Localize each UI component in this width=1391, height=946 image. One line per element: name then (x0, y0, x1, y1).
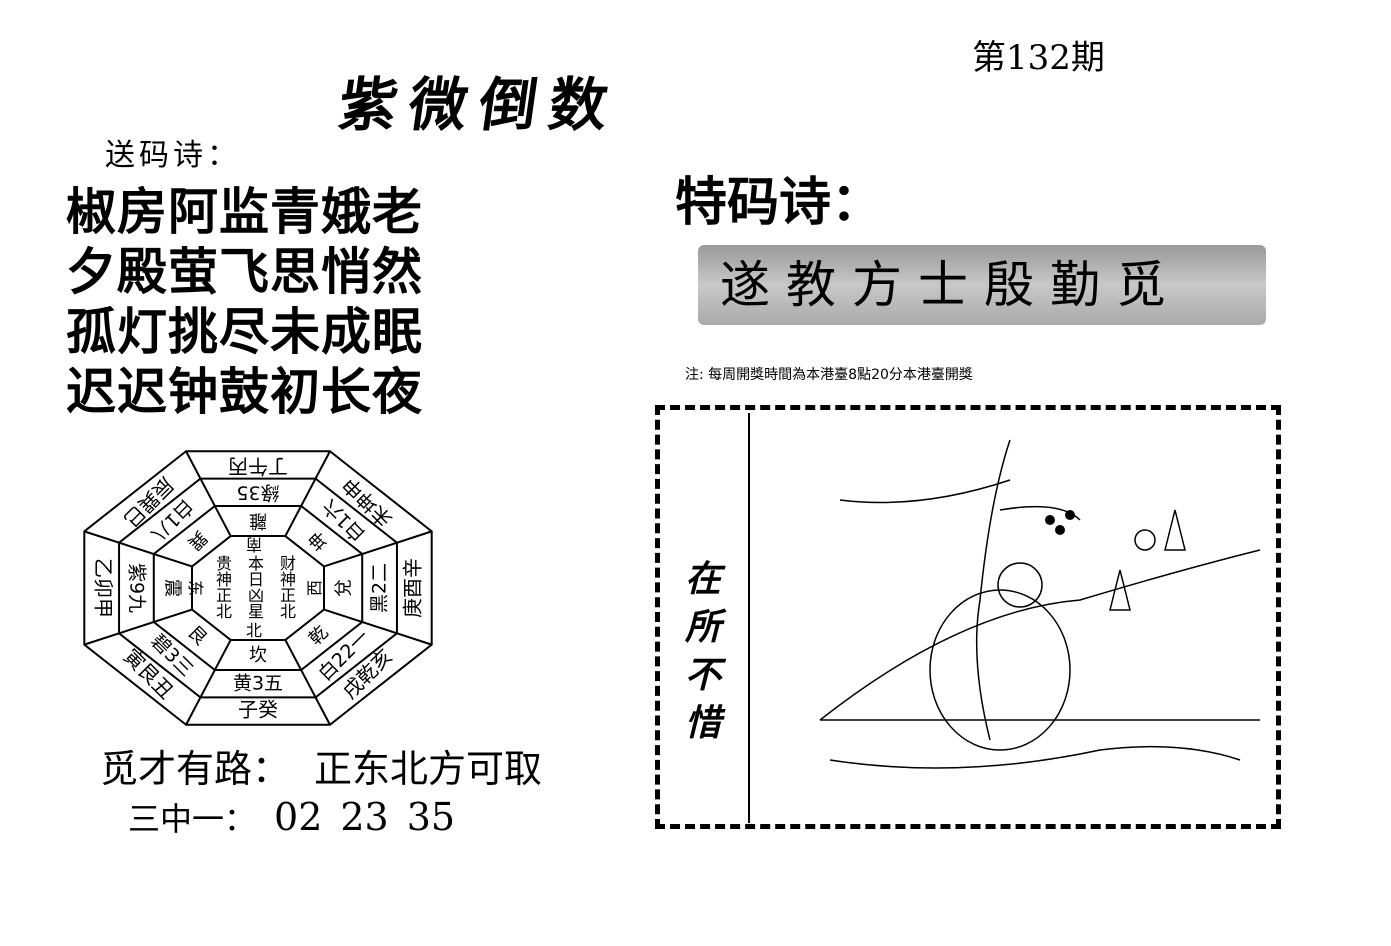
bagua-trigrams-label: 乾 (305, 622, 333, 650)
wealth-direction: 觅才有路： 正东北方可取 (100, 738, 542, 793)
bagua-center-north: 北 (246, 621, 263, 640)
sector-divider (323, 530, 432, 568)
te-ma-line: 遂教方士殷勤觅 (698, 245, 1266, 325)
illustration-caption: 在所不惜 (685, 558, 722, 744)
draw-time-note: 注: 每周開獎時間為本港臺8點20分本港臺開獎 (685, 367, 973, 383)
bagua-center-middle: 本日凶星 (245, 555, 264, 619)
sector-divider (284, 450, 331, 537)
sector-divider (84, 608, 193, 646)
bagua-outer-label: 丁午丙 (228, 455, 288, 479)
bagua-trigrams-label: 坎 (249, 645, 267, 666)
poem-line: 迟迟钟鼓初长夜 (66, 363, 423, 421)
bagua-trigrams-label: 離 (249, 510, 267, 531)
bagua-center-left: 贵神正北 (213, 555, 232, 619)
bagua-center-right: 财神正北 (277, 555, 296, 619)
bagua-stars-label: 白22一 (314, 626, 374, 686)
bagua-outer-label: 寅艮丑 (119, 644, 178, 703)
te-ma-label: 特码诗： (675, 173, 884, 233)
sector-divider (84, 530, 193, 568)
illustration-frame (655, 405, 1281, 829)
monkey-tree-illustration (819, 439, 1261, 769)
sector-divider (185, 450, 232, 537)
bagua-trigrams-label: 艮 (183, 622, 211, 650)
number: 35 (406, 795, 456, 839)
bagua-stars-label: 紫9九 (125, 563, 147, 613)
route-label: 觅才有路： (100, 747, 291, 791)
bagua-center-east: 东 (186, 579, 206, 597)
sector-divider (323, 608, 432, 646)
song-ma-label: 送码诗： (105, 138, 241, 173)
poem-line: 椒房阿监青娥老 (66, 183, 423, 241)
illustration-side-panel (664, 413, 750, 823)
poem-line: 孤灯挑尽未成眠 (66, 303, 423, 361)
three-pick-one: 三中一： 02 23 35 (128, 794, 455, 840)
number: 02 (274, 795, 323, 839)
bagua-outer-label: 乙卯甲 (91, 558, 115, 618)
bagua-outer-label: 庚酉辛 (401, 558, 425, 618)
bagua-stars-label: 碧3三 (146, 630, 197, 681)
poem-line: 夕殿萤飞思悄然 (66, 243, 423, 301)
bagua-trigrams-label: 兌 (333, 579, 354, 597)
bagua-outer-label: 子癸 (238, 697, 278, 721)
bagua-outer-label: 戌乾亥 (338, 644, 397, 703)
bagua-outer-label: 辰巽巳 (119, 473, 178, 532)
bagua-trigrams-label: 巽 (183, 526, 211, 554)
number: 23 (340, 795, 389, 839)
bagua-stars-label: 白1八 (146, 495, 197, 546)
page-title: 紫微倒数 (334, 71, 625, 139)
three-label: 三中一： (128, 800, 257, 838)
bagua-trigrams-label: 震 (162, 579, 183, 597)
issue-number: 第132期 (972, 38, 1105, 78)
bagua-stars-label: 黑2二 (369, 563, 391, 613)
bagua-stars-label: 黄3五 (233, 673, 283, 695)
bagua-center-west: 西 (305, 579, 325, 597)
bagua-stars-label: 綠35 (236, 481, 279, 503)
bagua-center-south: 南 (246, 535, 263, 554)
bagua-outer-label: 未坤申 (338, 473, 397, 532)
bagua-stars-label: 白1六 (319, 495, 370, 546)
route-value: 正东北方可取 (314, 747, 543, 791)
sector-divider (185, 639, 232, 726)
bagua-trigrams-label: 坤 (305, 526, 333, 554)
sector-divider (284, 639, 331, 726)
